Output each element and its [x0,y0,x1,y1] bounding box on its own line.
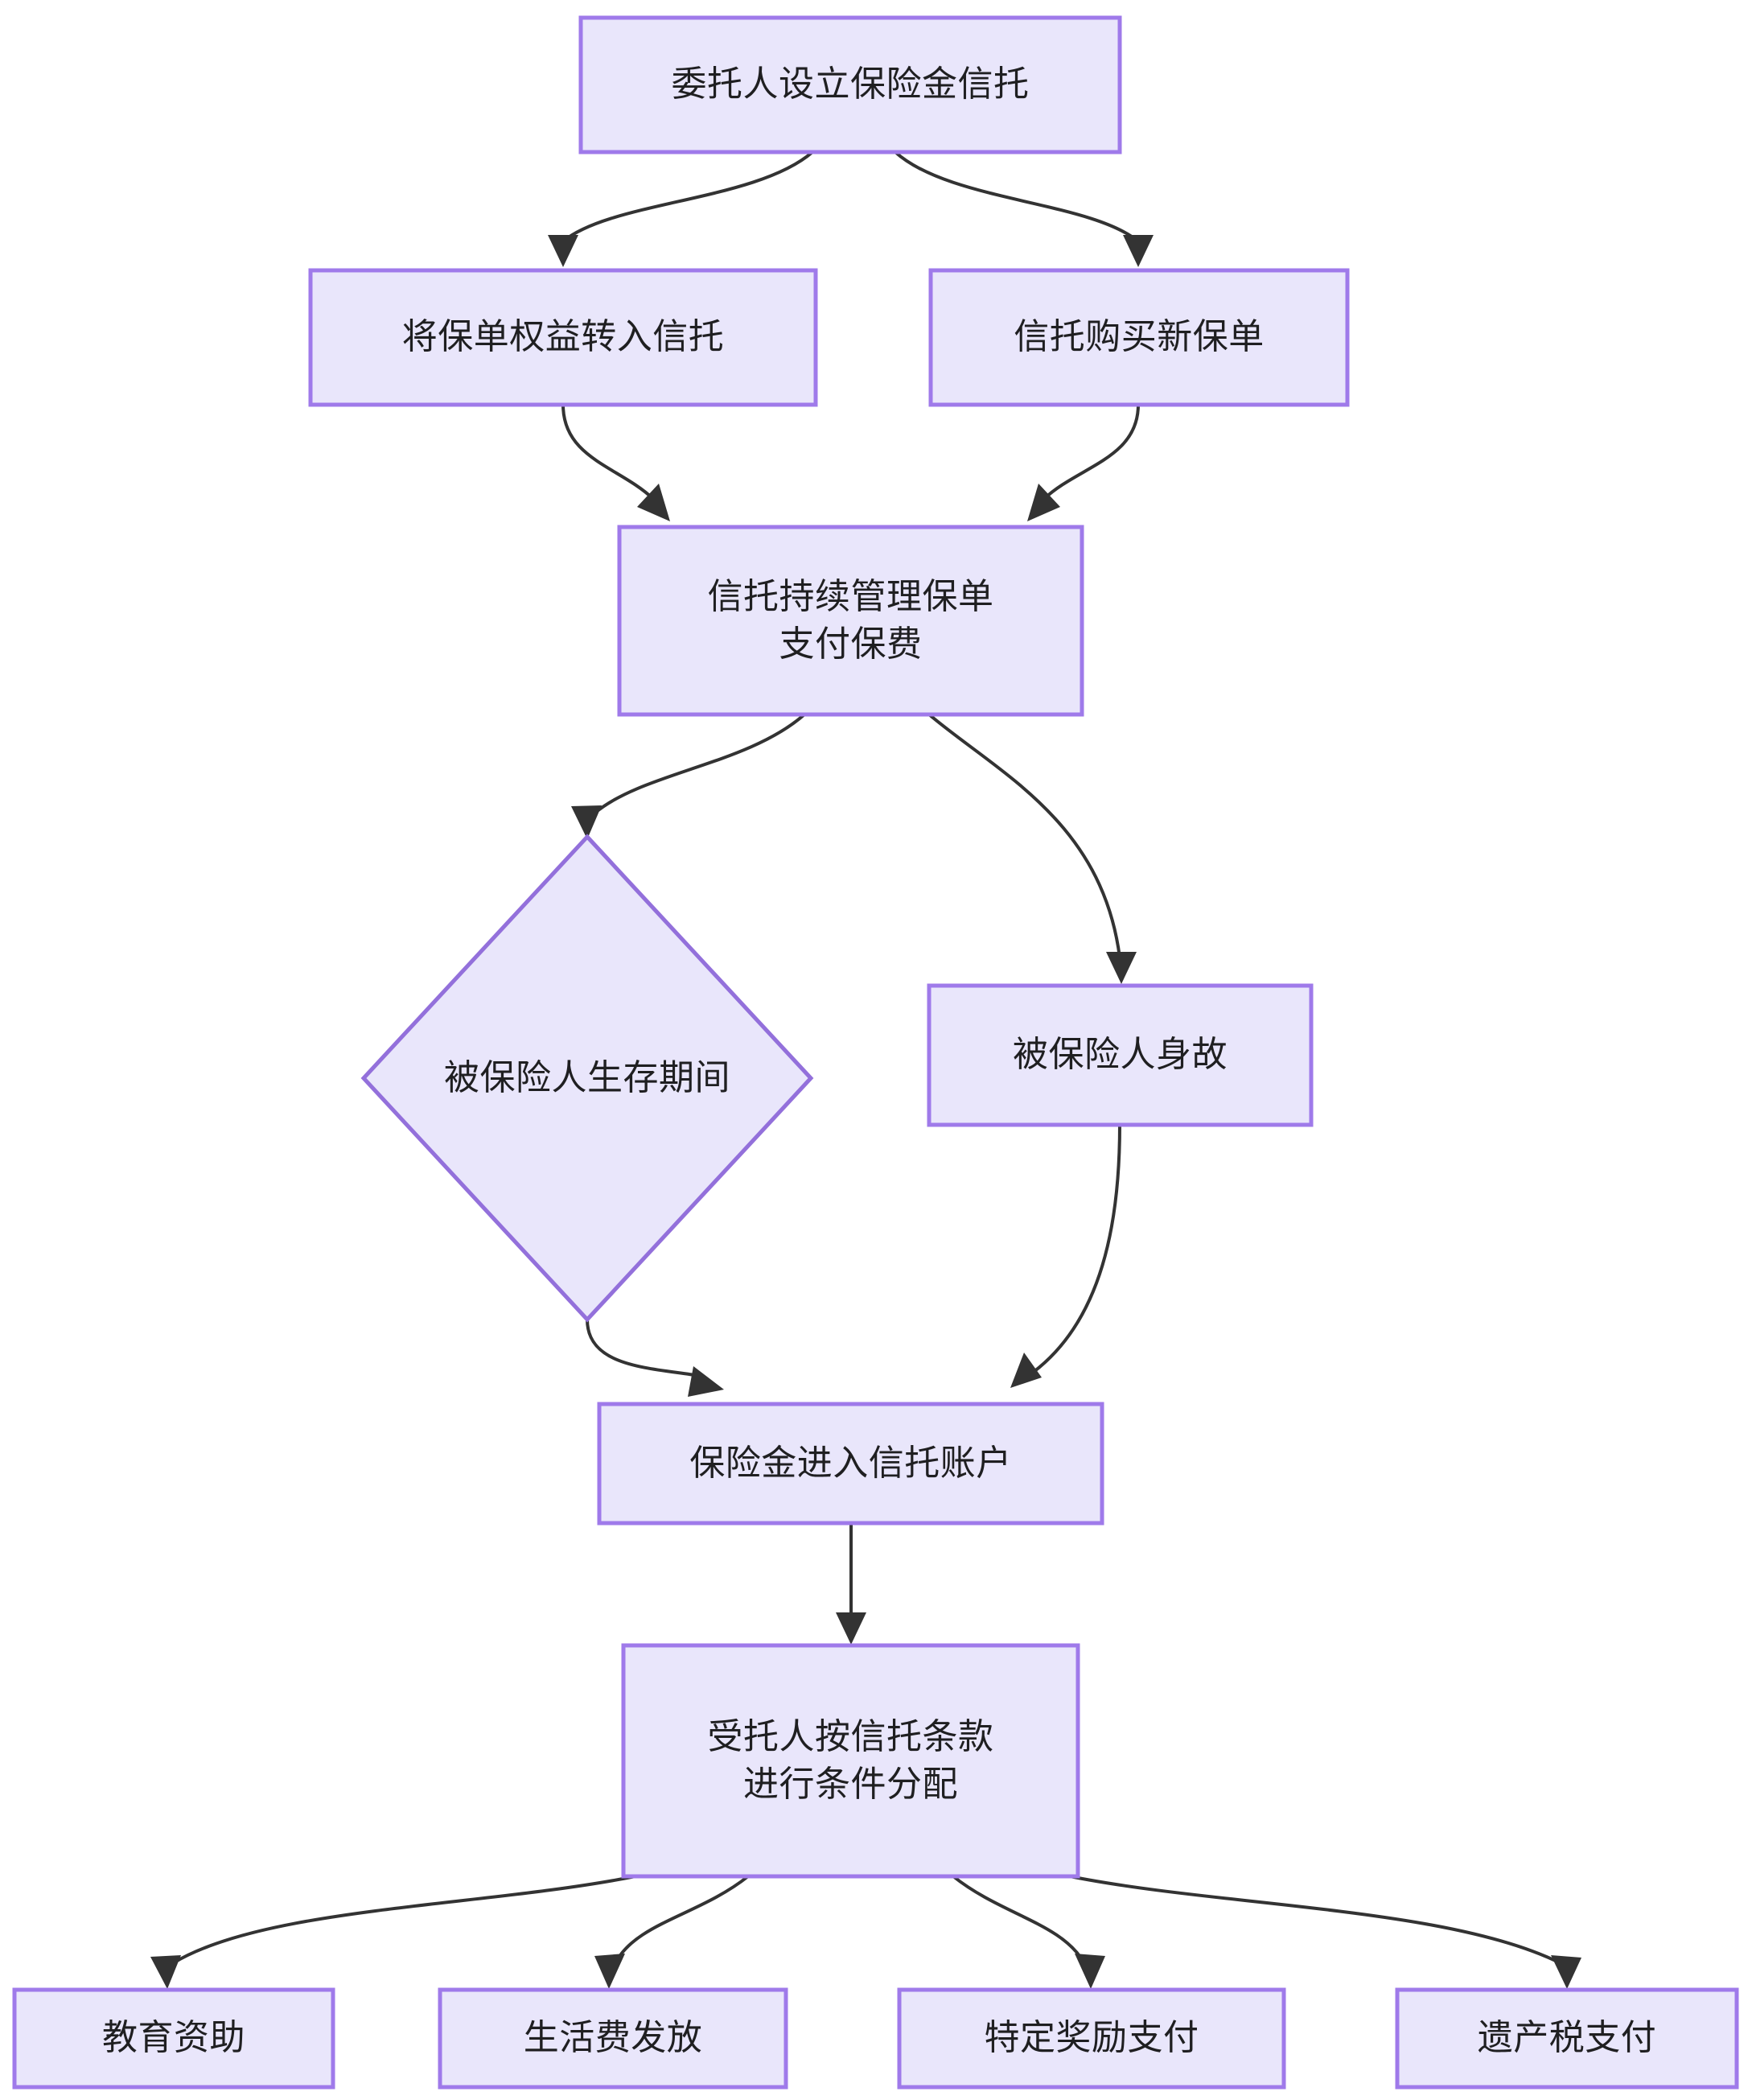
edge-layer [150,150,1581,1989]
edge-n8-n10 [594,1875,750,1989]
edge-n1-n2 [548,150,814,267]
edge-n3-n4 [1027,404,1140,521]
node-n4-shape[interactable] [617,525,1084,717]
edge-n7-n8 [836,1523,866,1645]
node-n1-shape[interactable] [578,15,1122,154]
node-n7-shape[interactable] [597,1402,1104,1526]
node-n3-shape[interactable] [928,268,1350,407]
node-n5-shape[interactable] [360,834,814,1323]
node-n2-shape[interactable] [308,268,818,407]
node-layer [12,15,1739,2090]
edge-n1-n3 [894,150,1154,267]
node-n10-shape[interactable] [438,1987,788,2090]
edge-n6-n7 [1010,1124,1121,1388]
node-n9-shape[interactable] [12,1987,335,2090]
edge-n8-n9 [150,1875,636,1989]
node-n11-shape[interactable] [897,1987,1286,2090]
edge-n8-n12 [1069,1875,1581,1989]
node-n12-shape[interactable] [1395,1987,1739,2090]
edge-n5-n7 [586,1319,724,1397]
edge-n2-n4 [561,404,670,521]
edge-n4-n5 [571,713,806,839]
node-n6-shape[interactable] [927,983,1314,1127]
edge-n8-n11 [952,1875,1105,1989]
node-n8-shape[interactable] [621,1643,1080,1879]
edge-n4-n6 [927,713,1137,984]
